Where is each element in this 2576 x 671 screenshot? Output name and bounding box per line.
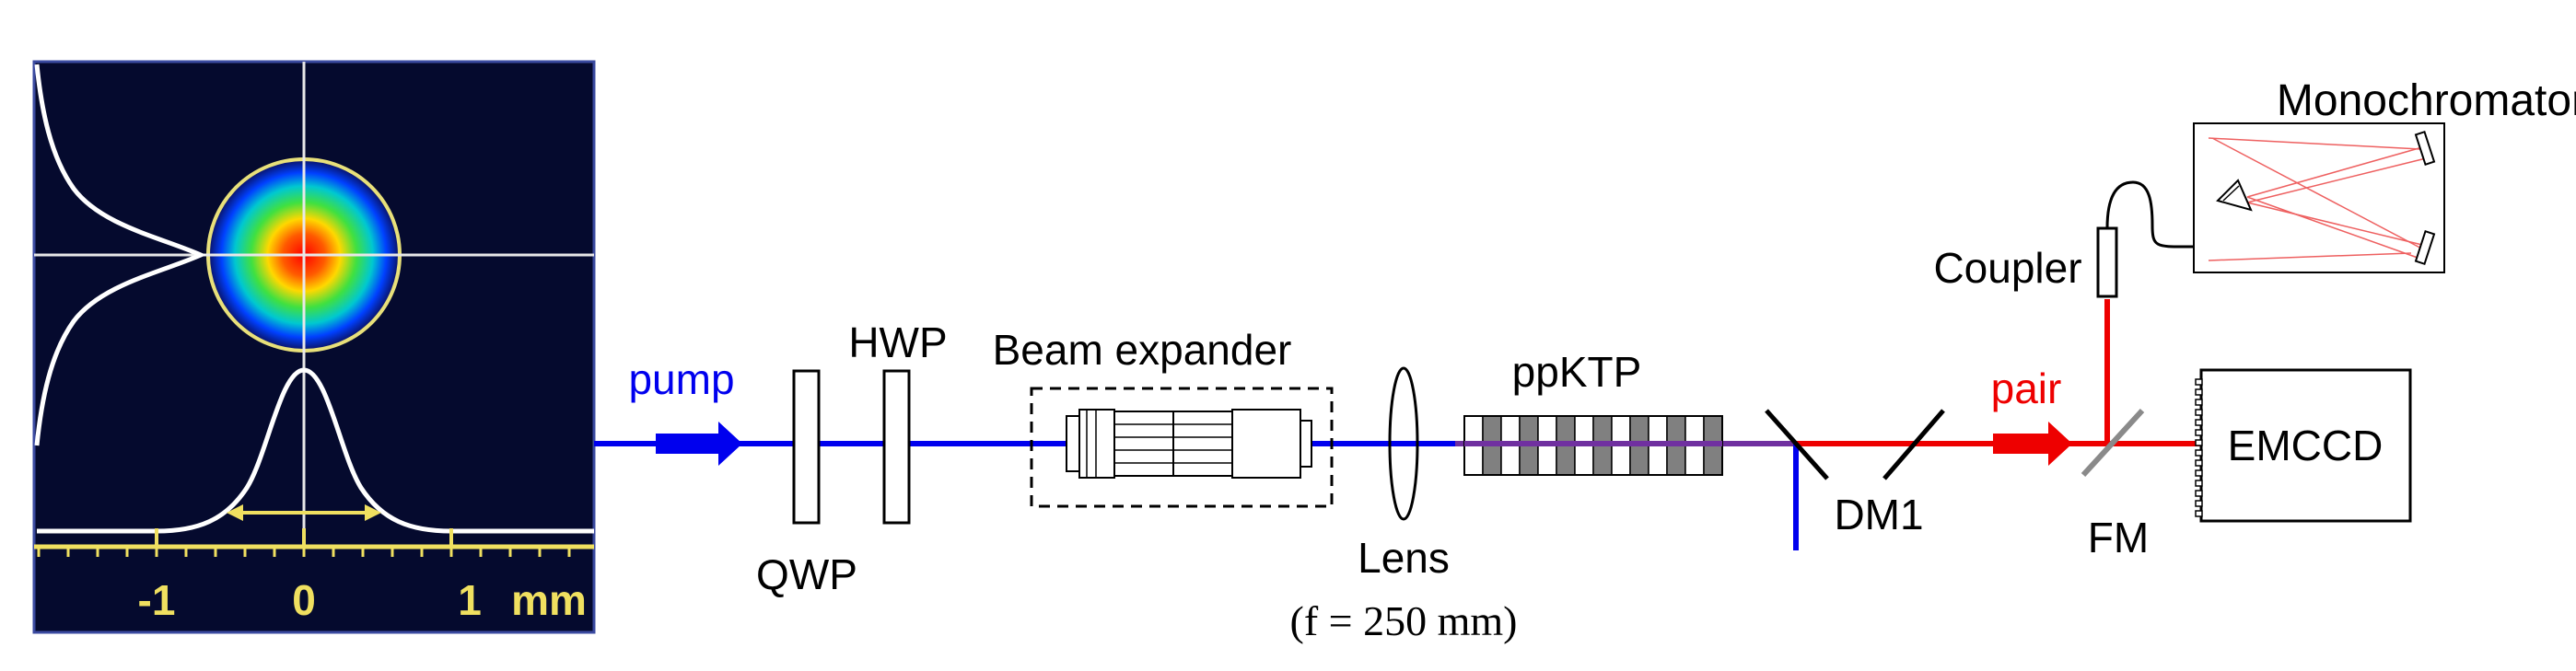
dm1-second-mirror — [1882, 409, 1945, 480]
emccd-sensor-pin — [2195, 439, 2203, 446]
qwp-plate — [792, 369, 821, 525]
emccd-sensor-pin — [2195, 378, 2203, 386]
fm-mirror — [2081, 408, 2145, 478]
emccd-sensor-pin — [2195, 500, 2203, 507]
beam-profile-image: -1 0 1 mm — [32, 60, 596, 634]
monochromator-label: Monochromator — [2277, 76, 2576, 125]
emccd-sensor-pin — [2195, 388, 2203, 396]
fwhm-arrow-right-head — [365, 504, 381, 521]
lens — [1388, 366, 1419, 521]
dm1-mirror — [1765, 409, 1829, 480]
coupler — [2096, 226, 2118, 298]
emccd-sensor-pin — [2195, 409, 2203, 416]
dm1-label: DM1 — [1834, 491, 1923, 538]
beam-expander-body — [1066, 409, 1312, 479]
scale-ruler — [34, 528, 594, 557]
beam-expander-box — [1030, 387, 1334, 508]
emccd-sensor-pin — [2195, 399, 2203, 406]
pump-arrow — [656, 422, 742, 466]
coupler-label: Coupler — [1933, 244, 2081, 292]
emccd-camera — [2195, 368, 2412, 523]
hwp-plate — [882, 369, 911, 525]
scale-tick-label-neg1: -1 — [138, 576, 176, 624]
monochromator-internal-rays — [2208, 137, 2430, 261]
emccd-sensor-pin — [2195, 449, 2203, 457]
pump-label: pump — [628, 355, 734, 403]
scale-tick-label-0: 0 — [292, 576, 316, 624]
hwp-label: HWP — [848, 318, 947, 366]
emccd-sensor-pin — [2195, 480, 2203, 487]
ppktp-label: ppKTP — [1512, 348, 1642, 396]
scale-tick-label-1: 1 — [458, 576, 482, 624]
emccd-sensor-pin — [2195, 419, 2203, 426]
pair-label: pair — [1991, 364, 2062, 412]
lens-focal-label: (f = 250 mm) — [1290, 597, 1518, 644]
horizontal-intensity-profile — [37, 367, 594, 534]
emccd-sensor-pin — [2195, 510, 2203, 517]
emccd-label: EMCCD — [2228, 422, 2384, 469]
pair-arrow — [1993, 422, 2072, 466]
lens-label: Lens — [1358, 534, 1450, 582]
emccd-sensor-pin — [2195, 429, 2203, 436]
qwp-label: QWP — [756, 550, 857, 598]
monochromator-grating — [2216, 179, 2253, 212]
emccd-sensor-pin — [2195, 469, 2203, 477]
fiber-cable — [2105, 180, 2195, 249]
ppktp-crystal — [1463, 415, 1723, 476]
monochromator-mirror-bottom — [2414, 230, 2436, 265]
vertical-intensity-profile — [34, 64, 207, 446]
scale-unit-label: mm — [511, 576, 587, 624]
fm-label: FM — [2088, 514, 2149, 561]
emccd-sensor-pin — [2195, 490, 2203, 497]
fwhm-arrow-left-head — [227, 504, 243, 521]
monochromator-mirror-top — [2414, 131, 2436, 166]
emccd-sensor-pin — [2195, 459, 2203, 467]
beam-expander-label: Beam expander — [993, 326, 1292, 374]
